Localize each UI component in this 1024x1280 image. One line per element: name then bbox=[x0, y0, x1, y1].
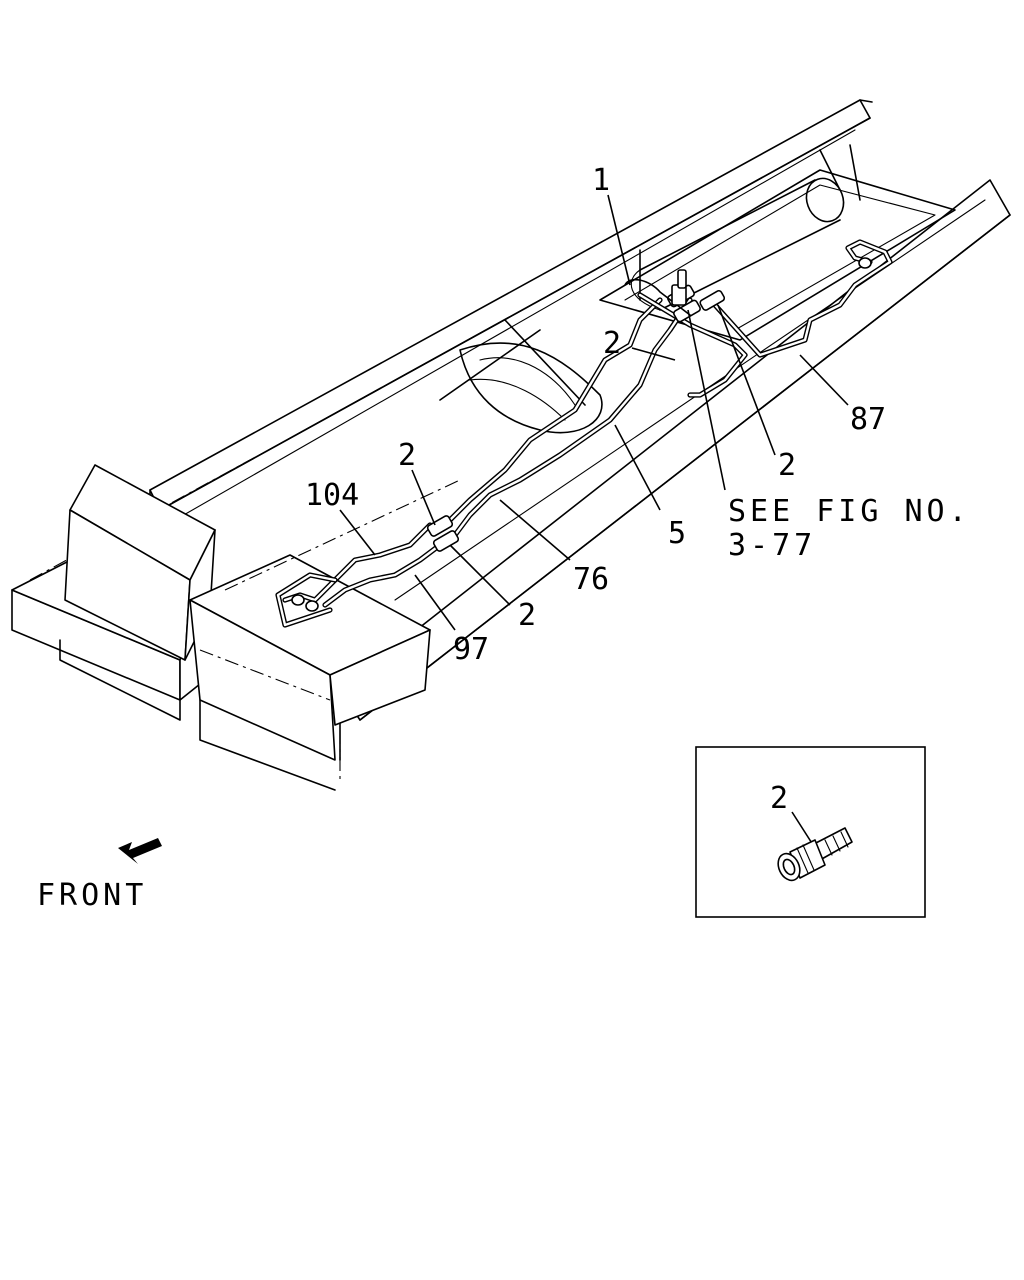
reference-line-2: 3-77 bbox=[728, 528, 816, 563]
inset-callout-2: 2 bbox=[770, 781, 788, 816]
leader-lines bbox=[339, 194, 849, 631]
callout-2-rear-upper: 2 bbox=[603, 326, 621, 361]
fuel-tank bbox=[630, 177, 845, 311]
callout-2-rear-lower: 2 bbox=[778, 448, 796, 483]
front-block-lower bbox=[189, 479, 461, 791]
callout-97: 97 bbox=[453, 632, 489, 667]
connector-fitting-icon bbox=[777, 827, 853, 882]
fuel-sender-unit bbox=[624, 269, 691, 316]
callout-1: 1 bbox=[592, 163, 610, 198]
fuel-pipe-5 bbox=[447, 297, 663, 523]
fuel-pipe-to-tank bbox=[637, 292, 748, 398]
callout-2-front-upper: 2 bbox=[398, 438, 416, 473]
callout-5: 5 bbox=[668, 516, 686, 551]
fuel-pipe-76 bbox=[452, 297, 693, 538]
reference-line-1: SEE FIG NO. bbox=[728, 494, 971, 529]
callout-104: 104 bbox=[305, 478, 359, 513]
frame-rail-far bbox=[149, 99, 873, 521]
frame-rail-near bbox=[339, 179, 1011, 761]
connector-front-pair bbox=[426, 515, 460, 552]
front-label: FRONT bbox=[37, 878, 147, 913]
fuel-pipe-97 bbox=[291, 542, 443, 612]
front-arrow-icon bbox=[118, 838, 162, 864]
callout-2-front-lower: 2 bbox=[518, 598, 536, 633]
callout-76: 76 bbox=[573, 562, 609, 597]
cross-member-middle bbox=[439, 319, 603, 434]
inset-detail-box: 2 bbox=[695, 746, 926, 918]
callout-87: 87 bbox=[850, 402, 886, 437]
fuel-pipe-87 bbox=[712, 239, 893, 358]
